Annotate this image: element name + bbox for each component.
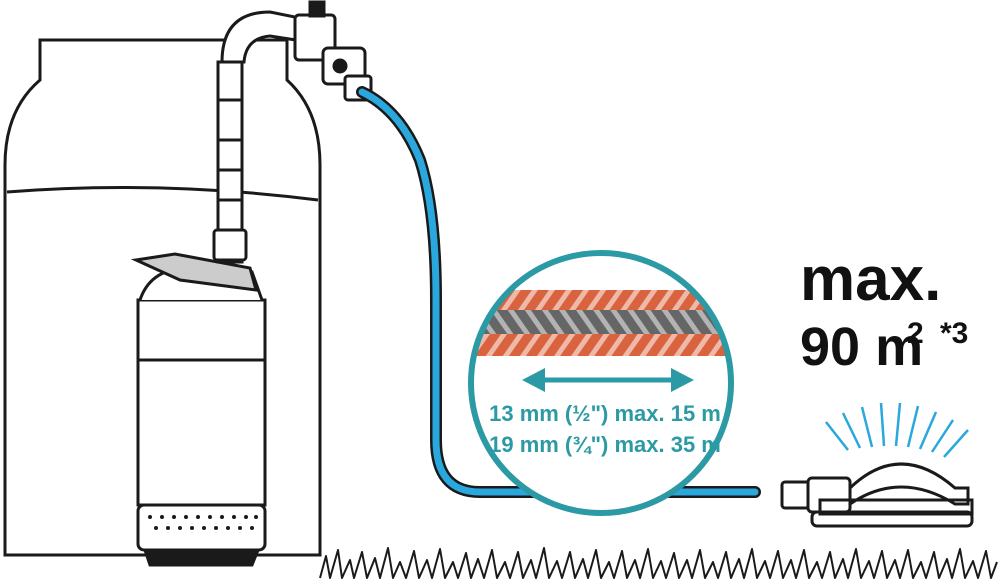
area-value-label: 90 m (800, 317, 923, 377)
length-arrow-icon (522, 368, 694, 392)
area-footnote: *3 (940, 317, 968, 350)
hose-spec-13mm: 13 mm (½") max. 15 m (489, 401, 721, 426)
hose-spec-19mm: 19 mm (¾") max. 35 m (489, 432, 721, 457)
grass-icon (319, 547, 998, 579)
hose-detail-circle (468, 250, 734, 516)
area-unit-superscript: 2 (907, 317, 924, 350)
oscillating-sprinkler-icon (780, 402, 974, 528)
submersible-pump-icon (130, 60, 267, 567)
area-max-label: max. (800, 245, 941, 314)
